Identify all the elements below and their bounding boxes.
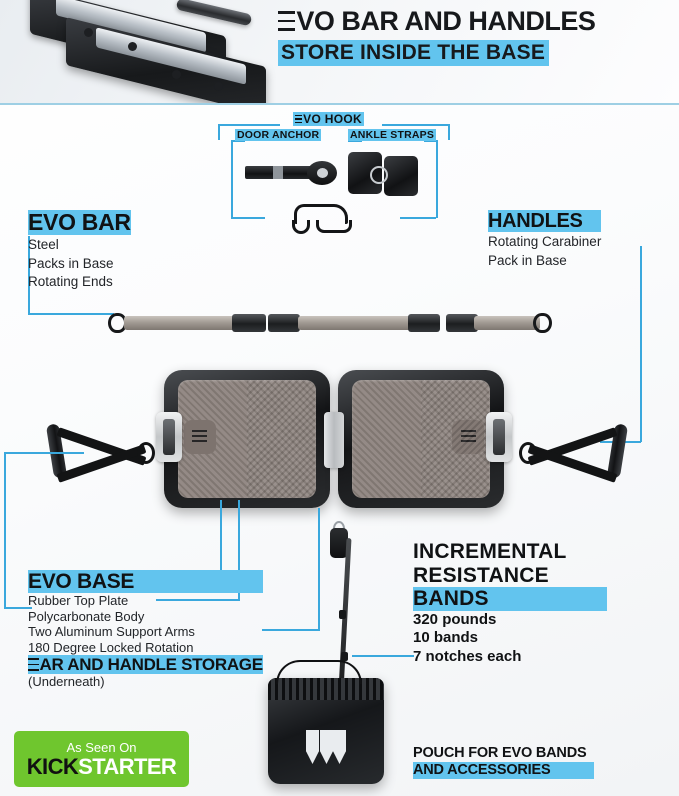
- bands-heading-line1: INCREMENTAL: [413, 540, 567, 563]
- bands-label-block: INCREMENTAL RESISTANCE BANDS 320 pounds …: [413, 540, 607, 666]
- kickstarter-badge[interactable]: As Seen On KICKSTARTER: [14, 731, 189, 787]
- bands-heading-line3: BANDS: [413, 587, 607, 611]
- pouch-caption: POUCH FOR EVO BANDS AND ACCESSORIES: [413, 745, 595, 779]
- stylized-e-icon: [278, 11, 295, 32]
- pouch-caption-line1: POUCH FOR EVO BANDS: [413, 745, 587, 761]
- hero-product-photo: [8, 0, 270, 104]
- kickstarter-wordmark: KICKSTARTER: [26, 753, 177, 779]
- handles-heading: HANDLES: [488, 210, 602, 232]
- pouch-caption-line2: AND ACCESSORIES: [413, 762, 595, 779]
- door-anchor-label: DOOR ANCHOR: [235, 129, 322, 141]
- hook-bracket-top-right: [382, 124, 450, 126]
- header-title-line2: STORE INSIDE THE BASE: [278, 40, 550, 66]
- kickstarter-starter: STARTER: [78, 753, 177, 779]
- right-handle-image: [516, 418, 629, 490]
- evo-base-heading: EVO BASE: [28, 570, 263, 593]
- evo-hook-title: VO HOOK: [293, 112, 364, 126]
- straps-bracket-right: [436, 140, 438, 218]
- evo-base-feature-2: Polycarbonate Body: [28, 608, 145, 624]
- handles-feature-2: Pack in Base: [488, 252, 567, 268]
- base-callout-rubber-plate: [220, 500, 222, 588]
- evo-bar-feature-3: Rotating Ends: [28, 274, 113, 289]
- left-latch: [156, 412, 182, 462]
- anchor-bracket-bottom: [231, 217, 265, 219]
- storage-underneath-note: (Underneath): [28, 674, 105, 689]
- bands-spec-2: 10 bands: [413, 629, 479, 646]
- kickstarter-kick: KICK: [26, 753, 79, 779]
- evo-logo-icon-left: [192, 430, 207, 443]
- evo-base-feature-3: Two Aluminum Support Arms: [28, 624, 195, 639]
- evo-hook-photo: [290, 200, 362, 236]
- evo-base-feature-4: 180 Degree Locked Rotation: [28, 639, 194, 655]
- header-title-line1: VO BAR AND HANDLES: [278, 6, 676, 36]
- header-divider: [0, 103, 679, 105]
- bands-spec-1: 320 pounds: [413, 610, 497, 628]
- evo-base-product-image: [156, 370, 512, 508]
- evo-bar-heading: EVO BAR: [28, 209, 131, 235]
- evo-base-feature-1: Rubber Top Plate: [28, 593, 129, 608]
- evo-bar-feature-2: Packs in Base: [28, 255, 114, 271]
- band-clip: [330, 528, 348, 558]
- left-handle-image: [45, 418, 158, 490]
- header-banner: VO BAR AND HANDLES STORE INSIDE THE BASE: [0, 0, 679, 104]
- hook-bracket-right-stem: [448, 124, 450, 140]
- anchor-bracket-left: [231, 140, 233, 218]
- bands-heading-line2: RESISTANCE: [413, 563, 549, 587]
- stylized-e-icon-hook: [295, 114, 303, 124]
- right-latch: [486, 412, 512, 462]
- ankle-straps-label: ANKLE STRAPS: [348, 129, 437, 141]
- evo-logo-icon-right: [461, 430, 476, 443]
- evo-bar-callout-horizontal: [28, 313, 114, 315]
- base-callout-polycarbonate-h: [156, 599, 240, 601]
- bands-spec-3: 7 notches each: [413, 647, 522, 665]
- handles-callout-vertical: [640, 246, 642, 442]
- evo-base-label-block: EVO BASE Rubber Top Plate Polycarbonate …: [28, 570, 263, 690]
- evo-pouch-logo-icon: [306, 730, 346, 764]
- ankle-straps-photo: [348, 152, 426, 198]
- straps-bracket-bottom: [400, 217, 436, 219]
- base-callout-storage: [318, 508, 320, 630]
- kickstarter-as-seen-on: As Seen On: [66, 739, 137, 755]
- evo-bar-label-block: EVO BAR Steel Packs in Base Rotating End…: [28, 210, 131, 291]
- base-callout-storage-h: [262, 629, 320, 631]
- pouch-drawcord: [276, 660, 362, 684]
- door-anchor-photo: [245, 160, 341, 186]
- stylized-e-icon-storage: [28, 658, 39, 671]
- handles-feature-1: Rotating Carabiner: [488, 234, 602, 249]
- base-callout-polycarbonate: [238, 500, 240, 600]
- bands-callout-horizontal: [352, 655, 414, 657]
- left-handle-callout: [4, 452, 84, 454]
- hook-bracket-left-stem: [218, 124, 220, 140]
- bar-handle-storage-heading: AR AND HANDLE STORAGE: [28, 655, 263, 674]
- evo-bar-product-image: [108, 312, 556, 334]
- header-title-block: VO BAR AND HANDLES STORE INSIDE THE BASE: [278, 6, 676, 66]
- pouch-product-image: [268, 678, 384, 784]
- evo-bar-callout-vertical: [28, 236, 30, 314]
- evo-bar-feature-1: Steel: [28, 237, 59, 252]
- center-hinge: [324, 412, 344, 468]
- band-notch-1: [339, 610, 346, 619]
- left-handle-callout-vertical: [4, 452, 6, 608]
- hook-bracket-top-left: [218, 124, 280, 126]
- handles-label-block: HANDLES Rotating Carabiner Pack in Base: [488, 210, 602, 269]
- left-handle-callout-bottom: [4, 607, 32, 609]
- band-notch-2: [341, 652, 348, 661]
